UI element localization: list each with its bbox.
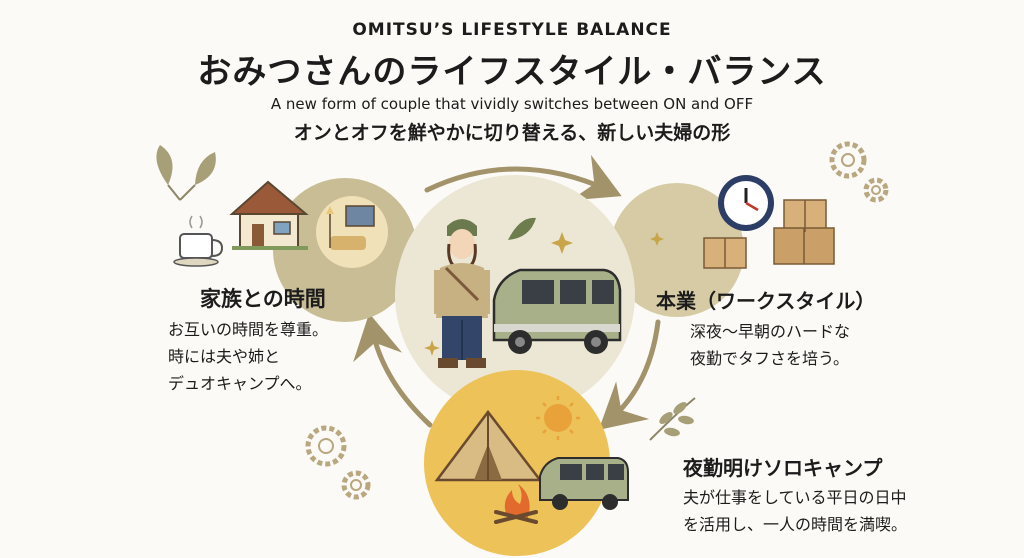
work-line-1: 深夜〜早朝のハードな (690, 322, 851, 341)
subtitle-english: A new form of couple that vividly switch… (270, 95, 754, 113)
coffee-cup-icon (173, 215, 224, 267)
van-icon (539, 457, 629, 510)
camp-line-2: を活用し、一人の時間を満喫。 (683, 515, 908, 534)
family-line-2: 時には夫や姉と (168, 347, 281, 366)
page-title: おみつさんのライフスタイル・バランス (197, 52, 827, 92)
gear-icon (305, 141, 889, 500)
leaf-icon (156, 145, 216, 201)
leaf-icon (649, 397, 696, 441)
living-room-icon (316, 196, 388, 268)
tent-icon (434, 409, 543, 482)
family-description: お互いの時間を尊重。 時には夫や姉と デュオキャンプへ。 (168, 316, 328, 397)
sparkle-icon (424, 232, 664, 356)
campfire-icon (494, 484, 538, 524)
circle-work (610, 183, 744, 317)
camp-title: 夜勤明けソロキャンプ (683, 456, 883, 480)
arrow-work-to-camp (598, 319, 661, 430)
cycle-arrows (353, 154, 661, 430)
work-line-2: 夜勤でタフさを培う。 (690, 349, 850, 368)
sun-icon (536, 396, 580, 440)
clock-icon (718, 175, 774, 231)
subtitle-japanese: オンとオフを鮮やかに切り替える、新しい夫婦の形 (293, 122, 731, 144)
house-icon (229, 180, 309, 250)
family-line-1: お互いの時間を尊重。 (168, 320, 329, 339)
arrow-family-to-work (424, 154, 622, 201)
work-title: 本業（ワークスタイル） (656, 289, 876, 313)
kicker-text: OMITSU’S LIFESTYLE BALANCE (352, 20, 672, 40)
arrow-camp-to-family (353, 313, 433, 428)
van-icon (492, 268, 622, 354)
leaf-icon (508, 217, 536, 240)
camp-line-1: 夫が仕事をしている平日の日中 (683, 488, 907, 507)
person-icon (434, 219, 490, 368)
family-line-3: デュオキャンプへ。 (168, 374, 312, 393)
box-icon (703, 199, 835, 269)
work-description: 深夜〜早朝のハードな 夜勤でタフさを培う。 (690, 318, 850, 372)
family-title: 家族との時間 (200, 287, 326, 311)
camp-description: 夫が仕事をしている平日の日中 を活用し、一人の時間を満喫。 (683, 484, 907, 538)
